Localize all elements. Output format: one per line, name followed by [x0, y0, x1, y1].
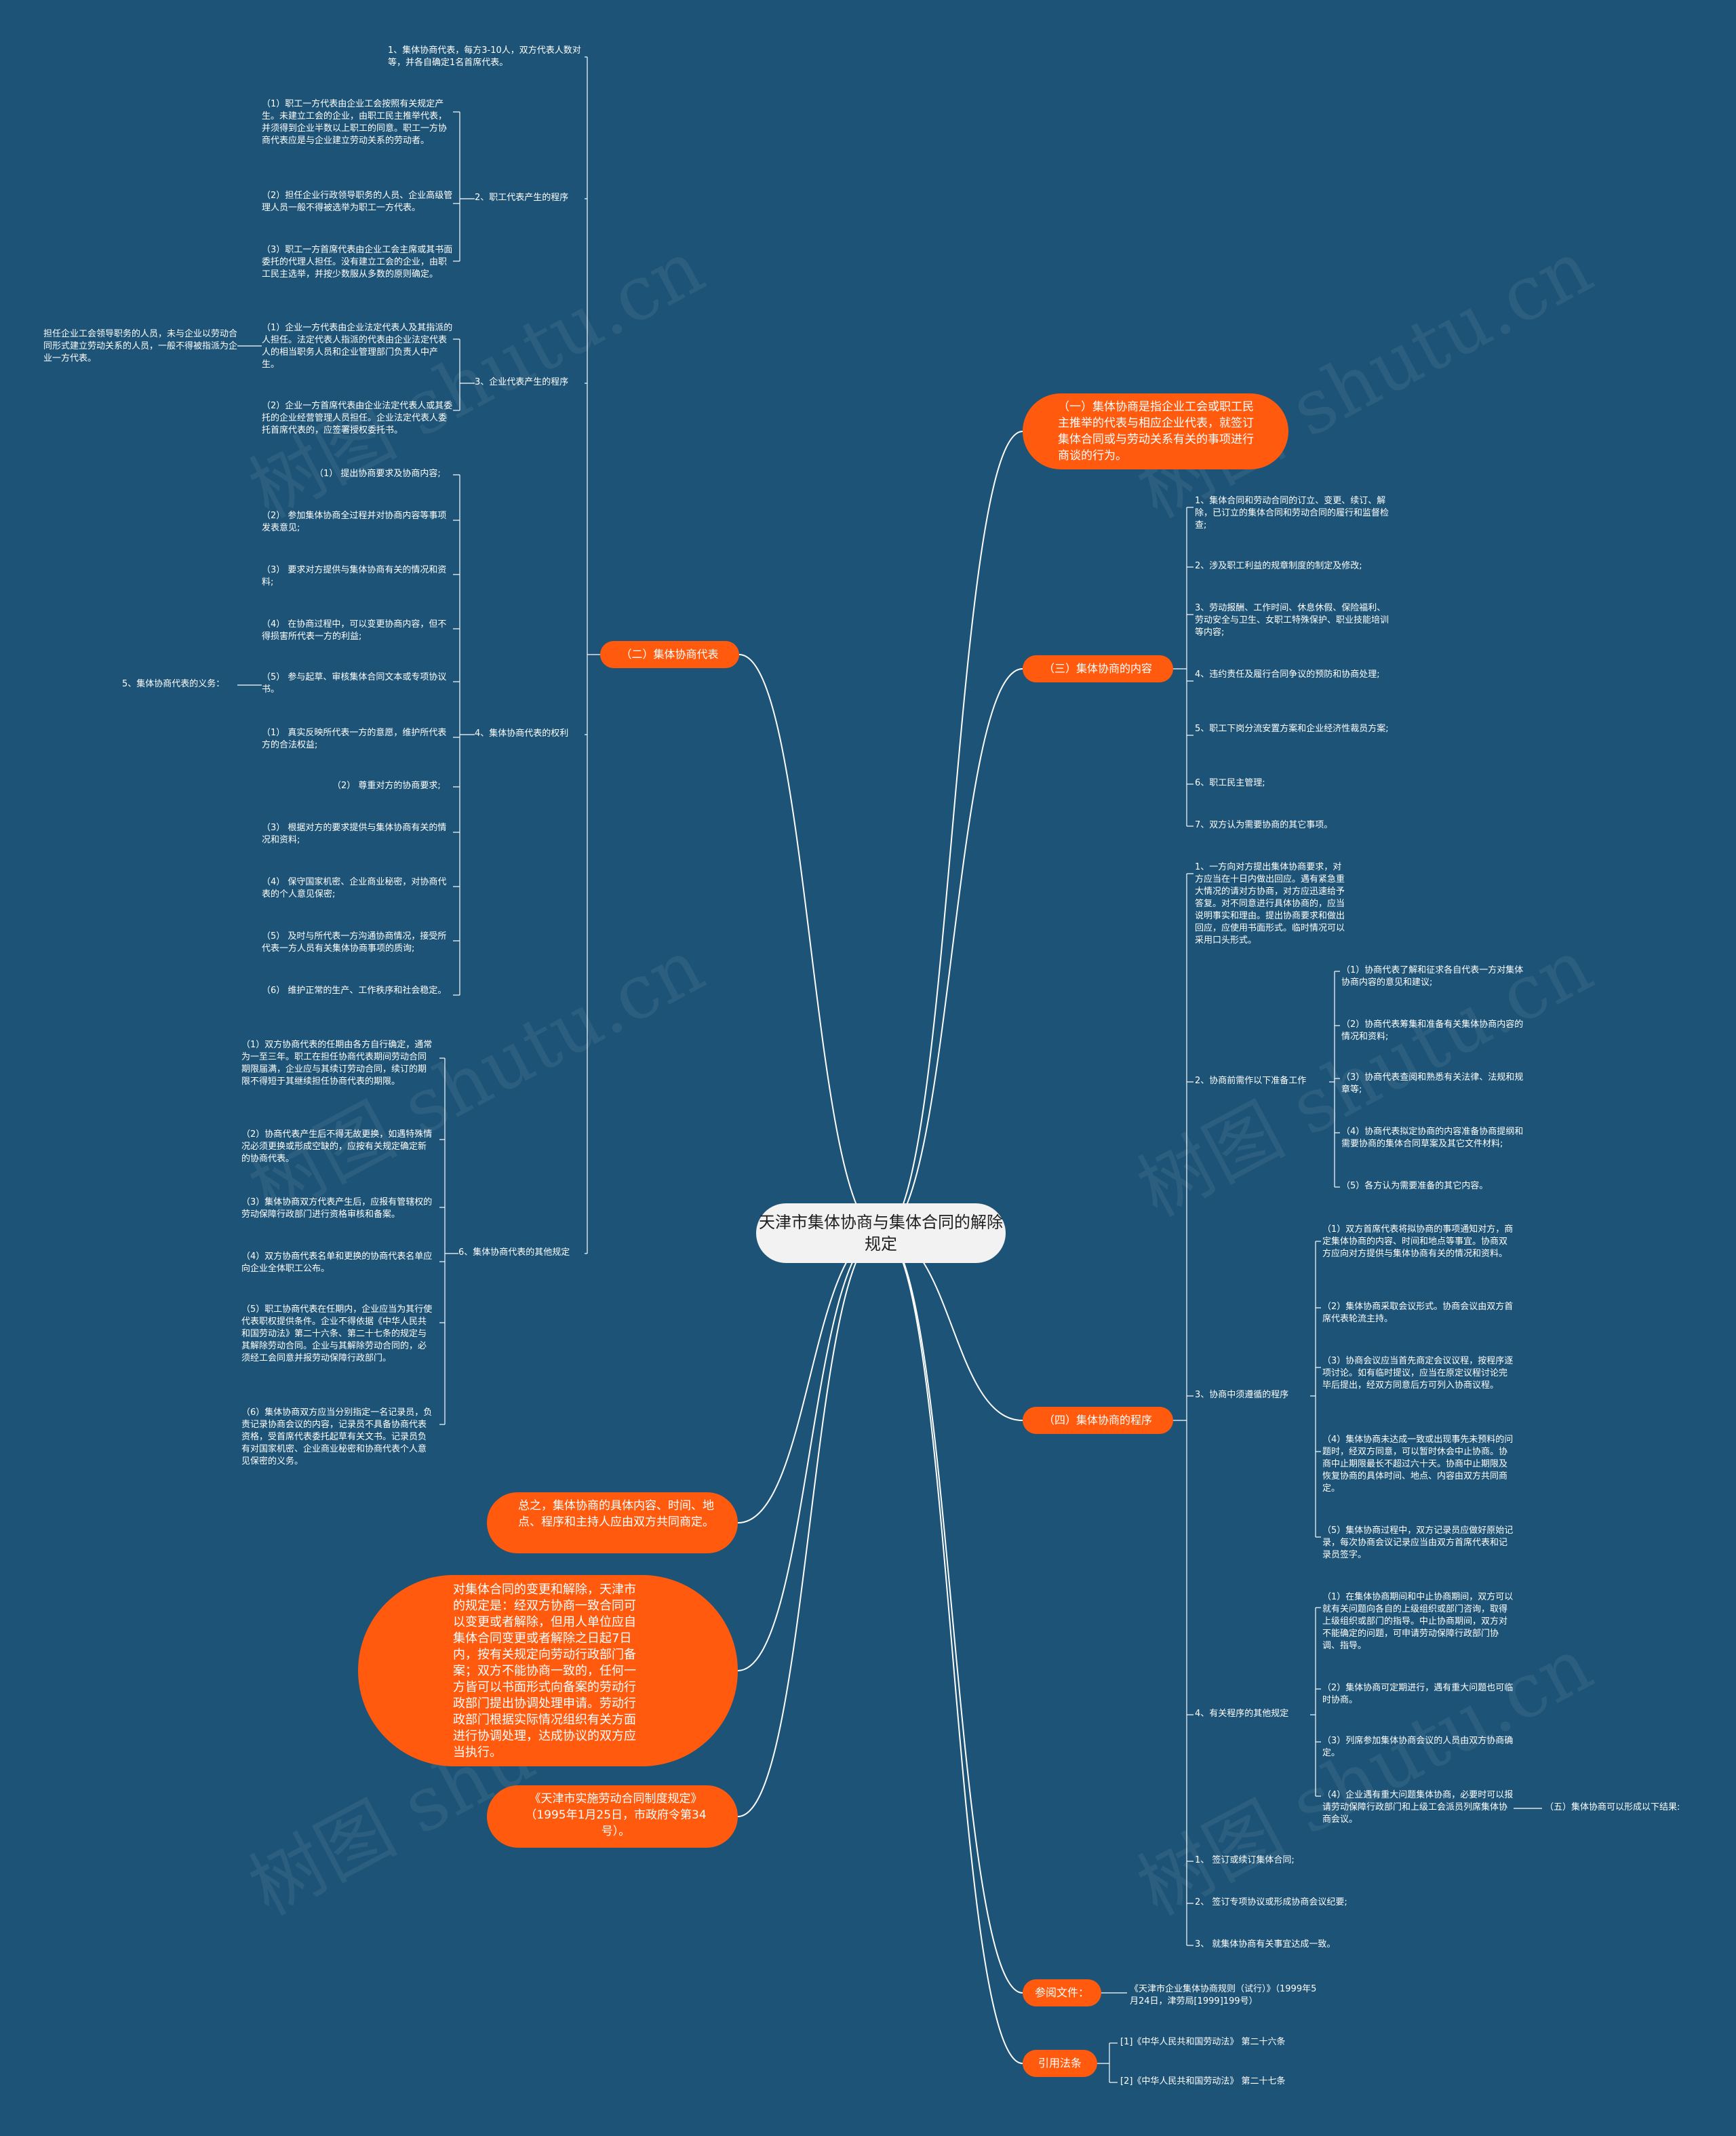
meeting-item: （1）双方首席代表将拟协商的事项通知对方，商定集体协商的内容、时间和地点等事宜。…: [1322, 1224, 1514, 1259]
employer-rep-label: 3、企业代表产生的程序: [475, 377, 569, 387]
branch-regulation[interactable]: 《天津市实施劳动合同制度规定》（1995年1月25日，市政府令第34号）。: [487, 1785, 738, 1848]
rep-duty-item: （2） 尊重对方的协商要求;: [332, 781, 441, 791]
rep-rights-item: （3） 要求对方提供与集体协商有关的情况和资料;: [262, 565, 447, 587]
branch-change-dissolution[interactable]: 对集体合同的变更和解除，天津市的规定是：经双方协商一致合同可以变更或者解除，但用…: [358, 1575, 738, 1766]
procedure-step-1: 1、一方向对方提出集体协商要求，对方应当在十日内做出回应。遇有紧急重大情况的请对…: [1195, 862, 1345, 946]
content-item: 4、违约责任及履行合同争议的预防和协商处理;: [1195, 669, 1380, 680]
prep-item: （2）协商代表筹集和准备有关集体协商内容的情况和资料;: [1341, 1020, 1524, 1042]
other-rules-item: （3）列席参加集体协商会议的人员由双方协商确定。: [1322, 1736, 1514, 1758]
meeting-item: （5）集体协商过程中，双方记录员应做好原始记录，每次协商会议记录应当由双方首席代…: [1322, 1526, 1514, 1560]
worker-rep-item: （1）职工一方代表由企业工会按照有关规定产生。未建立工会的企业，由职工民主推举代…: [262, 99, 448, 146]
branch-connector: [738, 654, 882, 1234]
rep-other-item: （2）协商代表产生后不得无故更换，如遇特殊情况必须更换或形成空缺的，应按有关规定…: [241, 1129, 433, 1164]
rep-rights-item: （1） 提出协商要求及协商内容;: [315, 469, 441, 479]
rep-duty-item: （6） 维护正常的生产、工作秩序和社会稳定。: [262, 986, 447, 996]
result-item: 1、 签订或续订集体合同;: [1195, 1855, 1295, 1865]
meeting-label: 3、协商中须遵循的程序: [1195, 1390, 1289, 1400]
employer-rep-note: 担任企业工会领导职务的人员，未与企业以劳动合同形式建立劳动关系的人员，一般不得被…: [43, 329, 238, 364]
content-item: 1、集体合同和劳动合同的订立、变更、续订、解除，已订立的集体合同和劳动合同的履行…: [1195, 496, 1389, 530]
worker-rep-item: （2）担任企业行政领导职务的人员、企业高级管理人员一般不得被选举为职工一方代表。: [262, 191, 453, 213]
rep-other-item: （6）集体协商双方应当分别指定一名记录员，负责记录协商会议的内容，记录员不具备协…: [241, 1407, 433, 1467]
branch-summary[interactable]: 总之，集体协商的具体内容、时间、地点、程序和主持人应由双方共同商定。: [487, 1492, 738, 1553]
branch-connector: [881, 1232, 1023, 2064]
prep-item: （5）各方认为需要准备的其它内容。: [1341, 1181, 1488, 1191]
branch-procedure[interactable]: （四）集体协商的程序: [1023, 1407, 1173, 1434]
other-rules-label: 4、有关程序的其他规定: [1195, 1709, 1289, 1719]
employer-rep-item: （1）企业一方代表由企业法定代表人及其指派的人担任。法定代表人指派的代表由企业法…: [262, 323, 453, 370]
content-item: 2、涉及职工利益的规章制度的制定及修改;: [1195, 561, 1362, 571]
branch-summary-label: 总之，集体协商的具体内容、时间、地点、程序和主持人应由双方共同商定。: [518, 1499, 714, 1529]
prep-item: （1）协商代表了解和征求各自代表一方对集体协商内容的意见和建议;: [1341, 965, 1524, 988]
rep-rights-item: （2） 参加集体协商全过程并对协商内容等事项发表意见;: [262, 511, 447, 533]
law-item: [2]《中华人民共和国劳动法》 第二十七条: [1120, 2076, 1286, 2086]
branch-connector: [737, 1232, 882, 1523]
root-node[interactable]: 天津市集体协商与集体合同的解除规定: [756, 1203, 1006, 1263]
branch-definition-label: （一）集体协商是指企业工会或职工民主推举的代表与相应企业代表，就签订集体合同或与…: [1058, 400, 1254, 463]
prep-label: 2、协商前需作以下准备工作: [1195, 1076, 1307, 1086]
rep-count: 1、集体协商代表，每方3-10人，双方代表人数对等，并各自确定1名首席代表。: [388, 45, 581, 68]
worker-rep-label: 2、职工代表产生的程序: [475, 193, 569, 203]
watermark: 树图 shutu.cn: [1124, 1620, 1606, 1933]
rep-other-label: 6、集体协商代表的其他规定: [458, 1247, 570, 1258]
branch-change-dissolution-label: 对集体合同的变更和解除，天津市的规定是：经双方协商一致合同可以变更或者解除，但用…: [453, 1582, 636, 1760]
branch-connector: [737, 1232, 882, 1671]
branch-content[interactable]: （三）集体协商的内容: [1023, 655, 1173, 682]
rep-other-item: （4）双方协商代表名单和更换的协商代表名单应向企业全体职工公布。: [241, 1251, 433, 1274]
branch-reference[interactable]: 参阅文件：: [1023, 1979, 1101, 2006]
content-item: 3、劳动报酬、工作时间、休息休假、保险福利、劳动安全与卫生、女职工特殊保护、职业…: [1195, 603, 1389, 638]
rep-duty-label: 5、集体协商代表的义务：: [122, 679, 225, 689]
meeting-item: （2）集体协商采取会议形式。协商会议由双方首席代表轮流主持。: [1322, 1302, 1514, 1324]
rep-rights-item: （5） 参与起草、审核集体合同文本或专项协议书。: [262, 672, 447, 695]
rep-duty-item: （5） 及时与所代表一方沟通协商情况，接受所代表一方人员有关集体协商事项的质询;: [262, 931, 447, 954]
reference-document: 《天津市企业集体协商规则（试行）》（1999年5月24日，津劳局[1999]19…: [1130, 1984, 1317, 2006]
branch-law[interactable]: 引用法条: [1023, 2050, 1097, 2077]
branch-definition[interactable]: （一）集体协商是指企业工会或职工民主推举的代表与相应企业代表，就签订集体合同或与…: [1023, 393, 1288, 469]
content-item: 7、双方认为需要协商的其它事项。: [1195, 820, 1333, 830]
branch-connector: [881, 431, 1023, 1234]
rep-other-item: （3）集体协商双方代表产生后，应报有管辖权的劳动保障行政部门进行资格审核和备案。: [241, 1197, 433, 1220]
watermark: 树图 shutu.cn: [1124, 223, 1606, 535]
other-rules-item: （2）集体协商可定期进行，遇有重大问题也可临时协商。: [1322, 1683, 1514, 1705]
content-item: 5、职工下岗分流安置方案和企业经济性裁员方案;: [1195, 724, 1389, 734]
branch-connector: [881, 1232, 1023, 1994]
prep-item: （3）协商代表查阅和熟悉有关法律、法规和规章等;: [1341, 1072, 1524, 1095]
rep-duty-item: （3） 根据对方的要求提供与集体协商有关的情况和资料;: [262, 823, 447, 845]
result-item: 2、 签订专项协议或形成协商会议纪要;: [1195, 1897, 1347, 1907]
result-item: 3、 就集体协商有关事宜达成一致。: [1195, 1939, 1336, 1949]
rep-rights-item: （4） 在协商过程中，可以变更协商内容，但不得损害所代表一方的利益;: [262, 619, 447, 642]
employer-rep-item: （2）企业一方首席代表由企业法定代表人或其委托的企业经营管理人员担任。企业法定代…: [262, 401, 453, 435]
other-rules-item: （1）在集体协商期间和中止协商期间，双方可以就有关问题向各自的上级组织或部门咨询…: [1322, 1592, 1514, 1651]
meeting-item: （3）协商会议应当首先商定会议议程，按程序逐项讨论。如有临时提议，应当在原定议程…: [1322, 1356, 1514, 1391]
prep-item: （4）协商代表拟定协商的内容准备协商提纲和需要协商的集体合同草案及其它文件材料;: [1341, 1127, 1524, 1149]
content-item: 6、职工民主管理;: [1195, 778, 1265, 788]
branch-connector: [881, 668, 1023, 1234]
result-label: （五）集体协商可以形成以下结果:: [1545, 1802, 1680, 1812]
rep-duty-item: （4） 保守国家机密、企业商业秘密，对协商代表的个人意见保密;: [262, 877, 447, 899]
rep-other-item: （1）双方协商代表的任期由各方自行确定，通常为一至三年。职工在担任协商代表期间劳…: [241, 1040, 433, 1087]
root-label: 天津市集体协商与集体合同的解除规定: [759, 1213, 1003, 1254]
rep-duty-item: （1） 真实反映所代表一方的意愿，维护所代表方的合法权益;: [262, 728, 447, 750]
other-rules-item: （4）企业遇有重大问题集体协商，必要时可以报请劳动保障行政部门和上级工会派员列席…: [1322, 1790, 1514, 1825]
branch-connector: [737, 1232, 882, 1817]
law-item: [1]《中华人民共和国劳动法》 第二十六条: [1120, 2037, 1286, 2047]
rep-other-item: （5）职工协商代表在任期内，企业应当为其行使代表职权提供条件。企业不得依据《中华…: [241, 1304, 433, 1363]
branch-regulation-label: 《天津市实施劳动合同制度规定》（1995年1月25日，市政府令第34号）。: [525, 1792, 707, 1838]
worker-rep-item: （3）职工一方首席代表由企业工会主席或其书面委托的代理人担任。没有建立工会的企业…: [262, 245, 453, 279]
meeting-item: （4）集体协商未达成一致或出现事先未预料的问题时，经双方同意，可以暂时休会中止协…: [1322, 1435, 1514, 1494]
rep-rights-label: 4、集体协商代表的权利: [475, 729, 569, 739]
branch-representatives[interactable]: （二）集体协商代表: [600, 641, 739, 668]
